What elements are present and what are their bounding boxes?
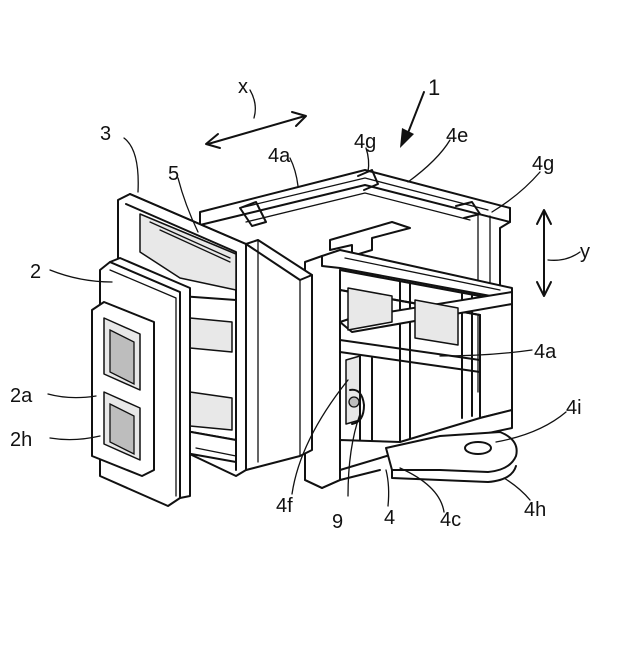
label-5: 5 (168, 163, 179, 185)
label-4g-right: 4g (532, 153, 554, 175)
label-4e: 4e (446, 125, 468, 147)
label-3: 3 (100, 123, 111, 145)
mounting-flange (386, 432, 517, 472)
cover-2 (92, 258, 190, 506)
label-1: 1 (428, 75, 440, 100)
label-4a-top: 4a (268, 145, 291, 167)
label-y: y (580, 241, 590, 263)
shell-right-panel (246, 240, 312, 470)
label-x: x (238, 76, 248, 98)
label-4f: 4f (276, 495, 293, 517)
label-9: 9 (332, 511, 343, 533)
label-4: 4 (384, 507, 395, 529)
label-2: 2 (30, 261, 41, 283)
label-4h: 4h (524, 499, 546, 521)
label-2h: 2h (10, 429, 32, 451)
label-4c: 4c (440, 509, 461, 531)
label-4g-left: 4g (354, 131, 376, 153)
mounting-hole-4i (465, 442, 491, 454)
label-2a: 2a (10, 385, 33, 407)
label-4a-side: 4a (534, 341, 557, 363)
x-direction-arrow (208, 116, 305, 144)
label-4i: 4i (566, 397, 582, 419)
ref-1-arrow (406, 92, 424, 138)
